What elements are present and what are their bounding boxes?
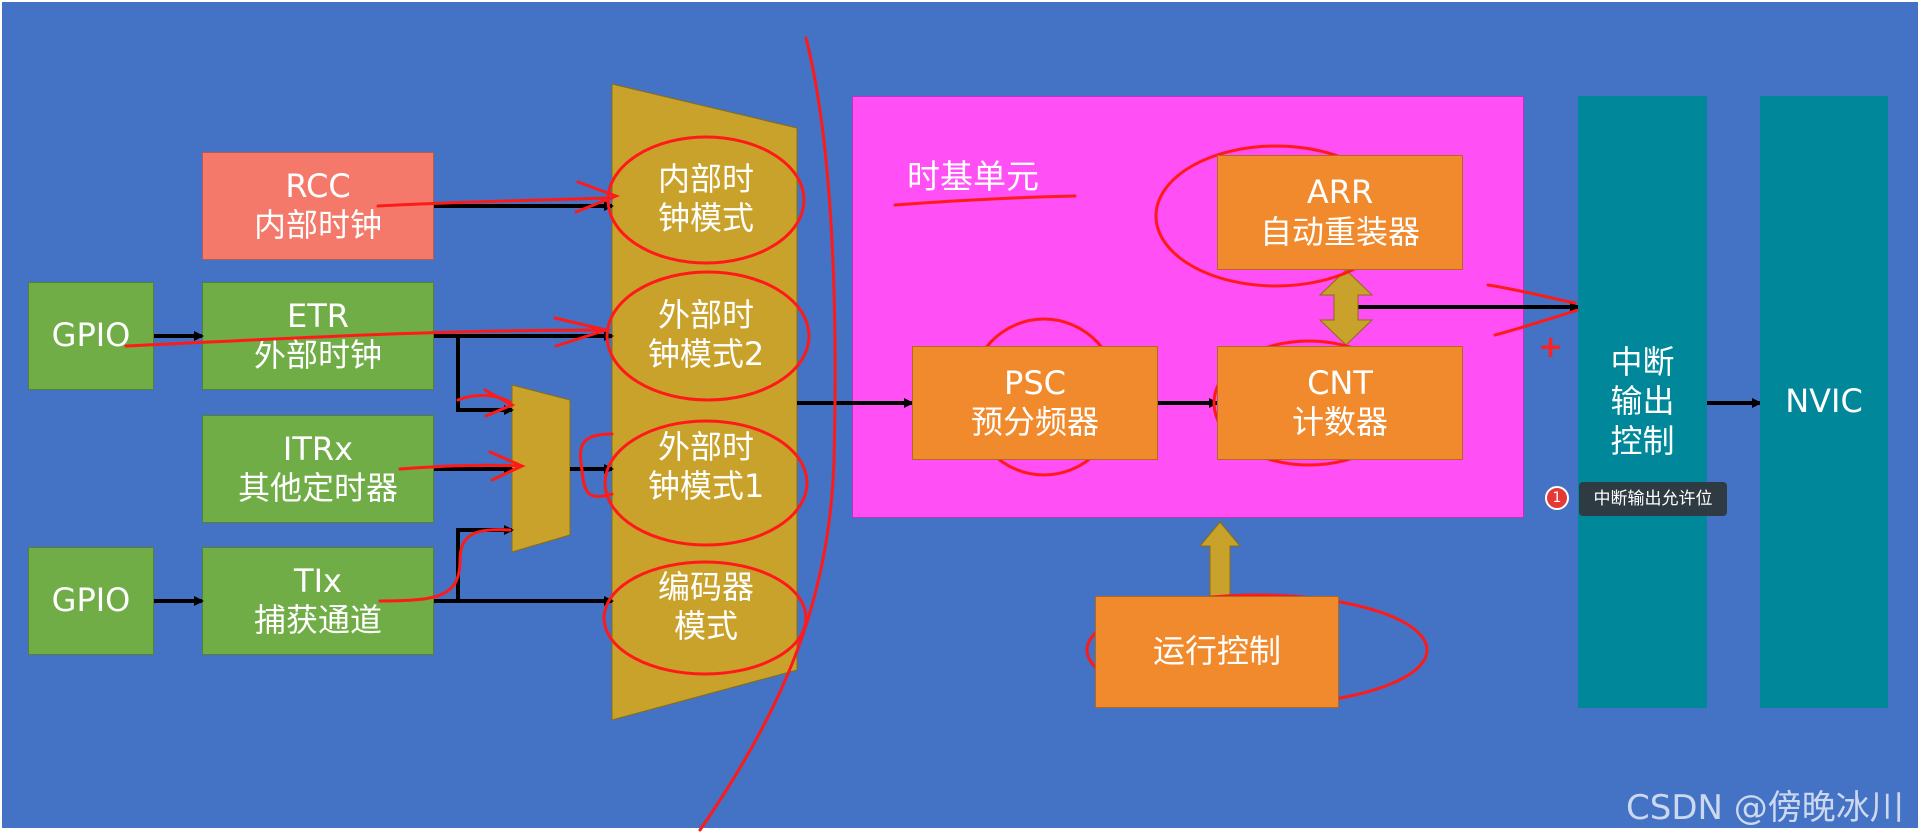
cnt-sublabel: 计数器 xyxy=(1291,403,1388,441)
external-clock-mode1-label: 外部时 钟模式1 xyxy=(626,428,786,506)
annotation-external-mode2-circle xyxy=(605,270,811,402)
interrupt-line1: 中断 xyxy=(1610,343,1675,382)
encoder-mode-label: 编码器 模式 xyxy=(626,568,786,646)
itrx-other-timer-box: ITRx 其他定时器 xyxy=(202,415,434,523)
encoder-mode-line2: 模式 xyxy=(673,607,738,646)
cnt-counter-box: CNT 计数器 xyxy=(1217,346,1463,460)
gpio-top-box: GPIO xyxy=(28,282,154,390)
internal-clock-mode-line2: 钟模式 xyxy=(657,199,754,238)
annotation-internal-mode-circle xyxy=(606,135,806,265)
run-control-box: 运行控制 xyxy=(1095,596,1339,708)
itrx-label: ITRx xyxy=(282,429,354,468)
annotation-tix-hook xyxy=(378,528,512,603)
run-control-label: 运行控制 xyxy=(1152,632,1281,671)
external-clock-mode2-line1: 外部时 xyxy=(657,296,754,334)
tix-label: TIx xyxy=(294,561,342,600)
interrupt-enable-tooltip: 中断输出允许位 xyxy=(1579,482,1727,516)
annotation-mode1-bracket xyxy=(578,432,614,498)
arr-auto-reload-box: ARR 自动重装器 xyxy=(1217,155,1463,270)
external-clock-mode1-line2: 钟模式1 xyxy=(647,467,765,506)
annotation-itrx-arrow xyxy=(398,450,526,482)
timebase-title: 时基单元 xyxy=(907,157,1039,196)
csdn-watermark: CSDN @傍晚冰川 xyxy=(1626,788,1904,828)
internal-clock-mode-label: 内部时 钟模式 xyxy=(626,160,786,238)
interrupt-output-control-box: 中断 输出 控制 xyxy=(1578,96,1707,708)
tix-sublabel: 捕获通道 xyxy=(253,601,382,639)
mux-trapezoid xyxy=(511,384,571,553)
red-annotations xyxy=(124,36,1701,832)
annotation-boundary-stroke xyxy=(698,36,837,832)
psc-sublabel: 预分频器 xyxy=(970,403,1099,441)
external-clock-mode2-label: 外部时 钟模式2 xyxy=(626,296,786,374)
nvic-label: NVIC xyxy=(1785,382,1863,421)
external-clock-mode1-line1: 外部时 xyxy=(657,428,754,466)
etr-sublabel: 外部时钟 xyxy=(253,336,382,374)
interrupt-line3: 控制 xyxy=(1610,421,1675,460)
run-control-up-arrow xyxy=(1198,521,1242,597)
annotation-encoder-mode-circle xyxy=(602,560,808,676)
psc-prescaler-box: PSC 预分频器 xyxy=(912,346,1158,460)
rcc-sublabel: 内部时钟 xyxy=(253,206,382,244)
gpio-bottom-label: GPIO xyxy=(51,581,131,620)
psc-label: PSC xyxy=(1004,363,1066,402)
annotation-interrupt-arrow xyxy=(1486,283,1580,337)
internal-clock-mode-line1: 内部时 xyxy=(657,160,754,198)
nvic-box: NVIC xyxy=(1760,96,1888,708)
annotation-rcc-arrow xyxy=(376,180,621,214)
itrx-sublabel: 其他定时器 xyxy=(237,469,398,507)
gpio-bottom-box: GPIO xyxy=(28,547,154,655)
interrupt-line2: 输出 xyxy=(1610,382,1675,421)
arr-sublabel: 自动重装器 xyxy=(1259,212,1420,251)
gpio-top-label: GPIO xyxy=(51,316,131,355)
etr-label: ETR xyxy=(287,296,349,335)
encoder-mode-line1: 编码器 xyxy=(657,568,754,606)
annotation-external-mode1-circle xyxy=(603,419,809,547)
annotation-timebase-underline xyxy=(893,194,1077,207)
tooltip-badge: 1 xyxy=(1545,486,1569,510)
annotation-mux-arrow xyxy=(456,388,516,418)
rcc-label: RCC xyxy=(285,166,351,205)
annotation-etr-line xyxy=(124,316,612,348)
etr-to-mux-line xyxy=(456,336,514,415)
arr-label: ARR xyxy=(1306,173,1374,212)
plus-sign: + xyxy=(1538,330,1564,365)
external-clock-mode2-line2: 钟模式2 xyxy=(647,335,765,374)
cnt-label: CNT xyxy=(1307,363,1373,402)
